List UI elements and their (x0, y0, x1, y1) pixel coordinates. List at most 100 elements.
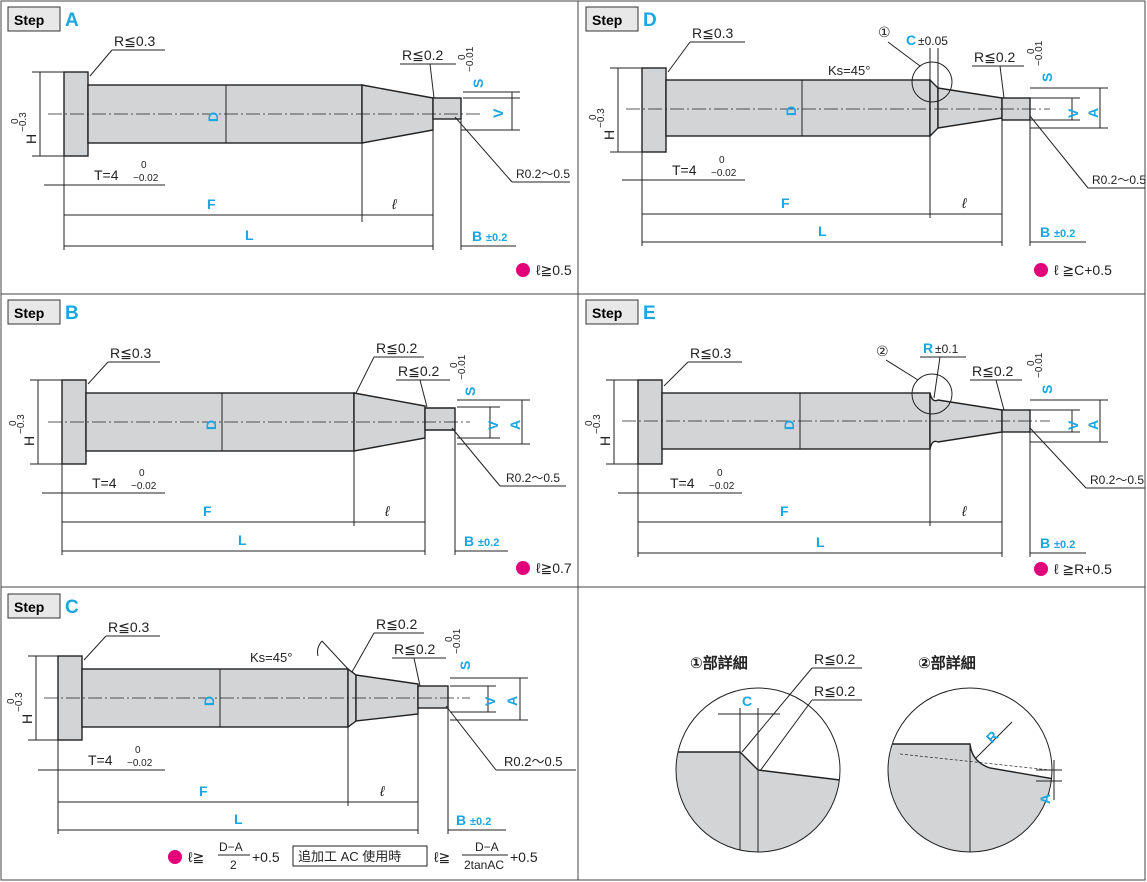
h-tol-low: −0.3 (14, 692, 25, 712)
s-tol-up: 0 (444, 636, 455, 642)
b-label: B (1040, 224, 1050, 240)
s-label: S (1039, 73, 1055, 82)
r-head-label: R≦0.3 (110, 345, 152, 361)
ell-label: ℓ (961, 195, 967, 211)
s-tol-up: 0 (1026, 360, 1037, 366)
c-label: C (906, 32, 916, 48)
r-tol: ±0.1 (935, 342, 959, 356)
detail-r2-label: R≦0.2 (814, 683, 856, 699)
t-tol-up: 0 (719, 155, 725, 166)
t-tol-low: −0.02 (127, 758, 153, 769)
s-tol-low: −0.01 (452, 628, 463, 654)
t-label: T=4 (92, 475, 117, 491)
t-label: T=4 (88, 752, 113, 768)
caution-icon (168, 850, 182, 864)
s-label: S (457, 661, 473, 670)
cond2-prefix: ℓ≧ (434, 849, 450, 865)
condition-b: ℓ≧0.7 (536, 560, 572, 576)
detail-2-view (888, 743, 1052, 852)
r-fillet-label: R0.2〜0.5 (516, 167, 570, 181)
v-label: V (485, 420, 501, 430)
cond-frac-num: D−A (219, 840, 243, 854)
c-tol: ±0.05 (918, 34, 948, 48)
step-word: Step (592, 305, 622, 321)
panel-step-e: Step E ② H −0.3 0 D R≦0.3 R ±0.1 R≦0.2 S… (584, 299, 1145, 577)
f-label: F (781, 195, 790, 211)
h-tol-up: 0 (8, 420, 19, 426)
step-word: Step (14, 305, 44, 321)
b-label: B (456, 812, 466, 828)
a-label: A (504, 696, 520, 706)
step-word: Step (592, 12, 622, 28)
boxed-text: 追加工 AC 使用時 (298, 849, 401, 864)
t-tol-low: −0.02 (133, 173, 159, 184)
panel-step-d: Step D ① H −0.3 0 D R≦0.3 Ks=45° C ±0.05… (585, 6, 1146, 278)
ks-label: Ks=45° (250, 650, 292, 665)
step-letter: D (643, 10, 657, 31)
caution-icon (516, 263, 530, 277)
r-fillet-label: R0.2〜0.5 (1090, 473, 1144, 487)
t-tol-low: −0.02 (711, 168, 737, 179)
caution-icon (516, 561, 530, 575)
s-tol-up: 0 (449, 362, 460, 368)
s-tol-low: −0.01 (465, 46, 476, 72)
b-tol: ±0.2 (486, 232, 507, 244)
detail-circle-1 (911, 61, 953, 103)
ell-label: ℓ (384, 503, 390, 519)
detail-a-label: A (1037, 794, 1053, 804)
detail-2-title: ②部詳細 (918, 654, 976, 672)
h-tol-low: −0.3 (596, 108, 607, 128)
condition-d: ℓ ≧C+0.5 (1054, 262, 1112, 278)
r-head-label: R≦0.3 (108, 619, 150, 635)
condition-a: ℓ≧0.5 (536, 262, 572, 278)
r-label: R (923, 340, 933, 356)
d-label: D (783, 106, 799, 116)
s-label: S (462, 387, 478, 396)
caution-icon (1034, 263, 1048, 277)
b-label: B (464, 533, 474, 549)
h-tol-low: −0.3 (18, 112, 29, 132)
boxed-note (292, 845, 428, 867)
s-label: S (1039, 385, 1055, 394)
f-label: F (780, 503, 789, 519)
r-tip-label: R≦0.2 (402, 47, 444, 63)
pin-tip (432, 97, 462, 120)
cond2-frac-num: D−A (475, 840, 499, 854)
d-label: D (781, 420, 797, 430)
l-label: L (234, 811, 243, 827)
cond-plus: +0.5 (252, 849, 280, 865)
d-label: D (205, 112, 221, 122)
condition-e: ℓ ≧R+0.5 (1054, 561, 1112, 577)
step-letter: A (65, 10, 79, 31)
s-label: S (470, 79, 486, 88)
t-tol-up: 0 (717, 468, 723, 479)
r-tip-label: R≦0.2 (974, 49, 1016, 65)
d-label: D (203, 420, 219, 430)
detail-r1-label: R≦0.2 (814, 651, 856, 667)
step-letter: E (643, 303, 656, 324)
s-tol-up: 0 (1026, 48, 1037, 54)
h-tol-up: 0 (10, 118, 21, 124)
caution-icon (1034, 562, 1048, 576)
b-tol: ±0.2 (478, 537, 499, 549)
h-tol-low: −0.3 (16, 414, 27, 434)
step-box (7, 6, 61, 32)
b-label: B (472, 228, 482, 244)
panel-step-b: Step B H −0.3 0 D R≦0.3 R≦0.2 R≦0.2 S −0… (7, 299, 572, 576)
f-label: F (207, 196, 216, 212)
h-label: H (23, 134, 39, 144)
detail-c-label: C (742, 693, 752, 709)
detail-marker-2: ② (876, 343, 889, 359)
f-label: F (199, 783, 208, 799)
ell-label: ℓ (379, 783, 385, 799)
panel-step-a: Step A H −0.3 0 D R≦0.3 R≦0.2 S −0.01 0 (7, 6, 572, 278)
h-tol-up: 0 (588, 114, 599, 120)
t-label: T=4 (94, 167, 119, 183)
h-label: H (19, 714, 35, 724)
detail-1-title: ①部詳細 (690, 654, 748, 672)
step-word: Step (14, 599, 44, 615)
s-tol-low: −0.01 (1034, 40, 1045, 66)
detail-panel: ①部詳細 ②部詳細 C R≦0.2 R≦0.2 R A (675, 651, 1062, 853)
